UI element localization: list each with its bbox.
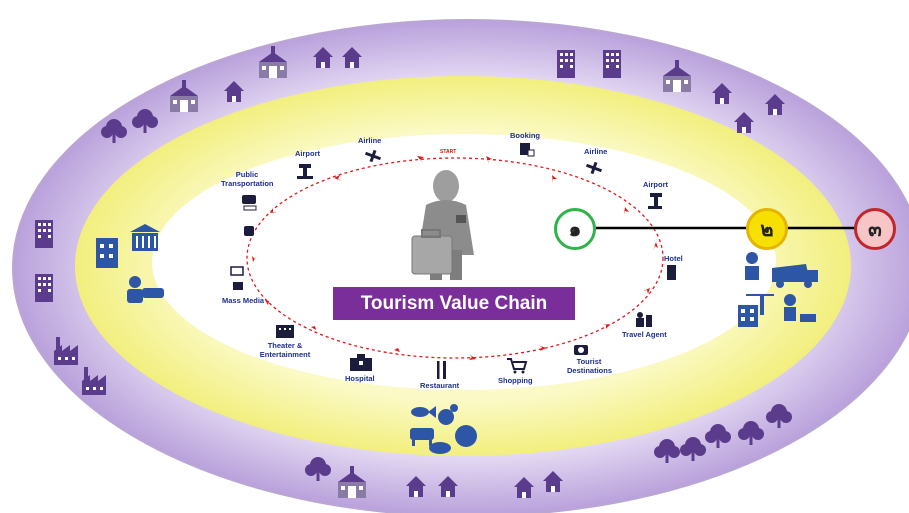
airport-icon [297,164,313,179]
chain-label-restaurant: Restaurant [420,381,460,390]
hospital-icon [350,354,372,371]
camera-icon [574,345,588,355]
chain-label-public-transportation: Public Transportation [221,170,274,188]
tv-icon [230,266,244,290]
chain-label-shopping: Shopping [498,376,533,385]
inner-ring [152,134,776,390]
police-icon [127,276,164,303]
chain-label-mass-media: Mass Media [222,296,265,305]
chain-label-theater: Theater & Entertainment [259,341,311,359]
stage-2-circle: ๒ [746,208,788,250]
pig-icon [429,442,451,454]
airport-icon [648,193,662,209]
bus-train-icon [242,195,257,236]
chain-label-airline: Airline [584,147,608,156]
government-building-icon [130,224,160,251]
chain-label-hospital: Hospital [345,374,375,383]
airplane-icon [585,161,603,175]
fork-knife-icon [437,361,446,379]
building-icon [96,238,118,268]
chain-label-booking: Booking [510,131,540,140]
start-label: START [440,149,457,155]
chain-label-airline: Airline [358,136,382,145]
cow-icon [410,428,434,446]
theater-icon [276,325,294,338]
shopping-cart-icon [507,358,528,374]
chain-path [246,157,664,359]
crane-building-icon [738,294,774,327]
chain-label-airport: Airport [643,180,668,189]
traveler-icon [411,170,474,280]
middle-ring-icons [96,224,818,454]
fish-icon [411,406,436,418]
chicken-icon [438,404,458,425]
travel-agent-icon [636,312,652,327]
booking-icon [520,143,535,157]
chain-label-tourist-destinations: Tourist Destinations [567,357,613,375]
chain-label-travel-agent: Travel Agent [622,330,667,339]
hotel-icon [667,265,676,280]
diagram-title: Tourism Value Chain [333,287,575,320]
worker-bricks-icon [784,294,816,322]
chain-label-hotel: Hotel [664,254,683,263]
turkey-icon [455,425,477,447]
airplane-icon [364,149,382,163]
chain-arrows [252,156,658,360]
chain-label-airport: Airport [295,149,320,158]
construction-workers-icon [745,252,764,315]
stage-1-circle: ๑ [554,208,596,250]
dump-truck-icon [772,264,818,288]
stage-3-circle: ๓ [854,208,896,250]
